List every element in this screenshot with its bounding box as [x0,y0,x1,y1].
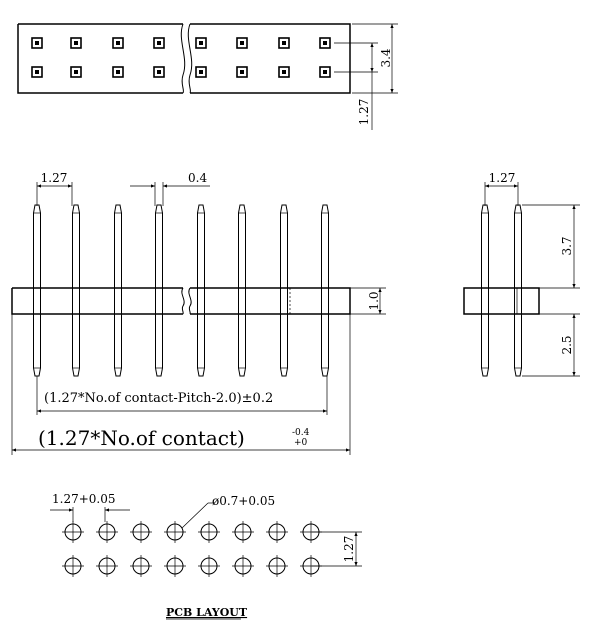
front-view-pin [155,204,163,377]
top-view-hole-center [74,41,78,45]
side-view-pin [481,204,489,377]
pcb-layout-holes [62,521,322,577]
front-view: 1.27 0.4 1.0 (1.27*No.of contact-Pitch-2… [11,171,386,455]
pcb-layout-caption: PCB LAYOUT [166,606,248,619]
dim-pcb-pitch: 1.27+0.05 [52,492,116,506]
top-view-hole-center [157,70,161,74]
top-view-hole-center [157,41,161,45]
dim-height-3.4: 3.4 [379,48,393,67]
top-view-hole [278,66,290,78]
dim-outer-formula: (1.27*No.of contact) [38,426,245,450]
pcb-layout: 1.27+0.05 ø0.7+0.05 1.27 PCB LAYOUT [50,492,362,620]
side-view: 1.27 3.7 2.5 [463,171,580,377]
side-view-pin [514,204,522,377]
side-view-pins [481,204,522,377]
dim-inner-formula: (1.27*No.of contact-Pitch-2.0)±0.2 [44,391,273,406]
top-view-hole-center [282,41,286,45]
front-view-pin [321,204,329,377]
top-view-hole-center [282,70,286,74]
dim-side-pitch-1.27: 1.27 [489,171,516,185]
top-view-hole-center [323,70,327,74]
top-view: 3.4 1.27 [17,23,398,130]
dim-pin-width-0.4: 0.4 [188,171,207,185]
top-view-hole-center [35,41,39,45]
top-view-hole-center [199,70,203,74]
top-view-hole [70,37,82,49]
top-view-hole [112,66,124,78]
front-view-pins [33,204,329,377]
dim-front-pitch-1.27: 1.27 [41,171,68,185]
top-view-hole-center [199,41,203,45]
top-view-holes [31,37,331,78]
top-view-hole [319,37,331,49]
dim-pcb-row-1.27: 1.27 [342,536,356,563]
top-view-hole [31,66,43,78]
dim-outer-tol-lower: +0 [294,438,308,448]
top-view-hole-center [35,70,39,74]
front-view-pin [197,204,205,377]
front-view-pin [114,204,122,377]
top-view-hole-center [240,41,244,45]
top-view-hole-center [74,70,78,74]
front-view-pin [72,204,80,377]
front-view-pin [280,204,288,377]
top-view-hole [278,37,290,49]
top-view-hole [70,66,82,78]
dim-top-pitch-1.27: 1.27 [357,99,371,126]
dim-pcb-hole: ø0.7+0.05 [212,494,275,508]
top-view-hole [31,37,43,49]
top-view-hole [112,37,124,49]
dim-outer-tol-upper: -0.4 [292,428,310,438]
dim-side-lower-2.5: 2.5 [560,335,574,354]
top-view-hole [236,66,248,78]
top-view-hole-center [240,70,244,74]
top-view-hole [153,66,165,78]
dim-housing-1.0: 1.0 [367,291,381,310]
top-view-hole [195,66,207,78]
front-view-pin [33,204,41,377]
top-view-hole [153,37,165,49]
top-view-hole [195,37,207,49]
top-view-hole-center [323,41,327,45]
top-view-hole [319,66,331,78]
top-view-hole-center [116,70,120,74]
dim-side-upper-3.7: 3.7 [560,236,574,255]
front-view-pin [238,204,246,377]
top-view-hole-center [116,41,120,45]
top-view-hole [236,37,248,49]
